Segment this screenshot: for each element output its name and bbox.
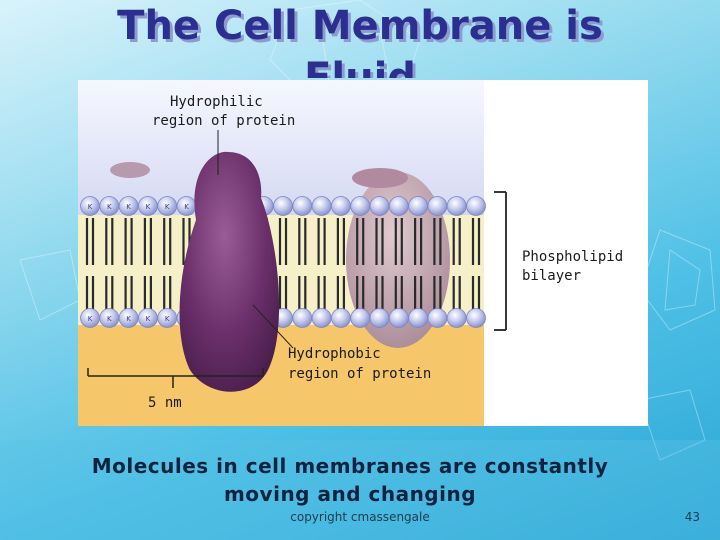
membrane-figure: KKKKKKKKKKKKKKKK Hydrophilic region of p… [78, 80, 648, 426]
bilayer-bracket [494, 191, 507, 331]
svg-text:K: K [126, 315, 131, 323]
label-hydrophilic-line2: region of protein [152, 113, 295, 129]
svg-text:K: K [88, 203, 93, 211]
svg-text:K: K [184, 203, 189, 211]
label-bilayer-line1: Phospholipid [522, 249, 623, 265]
label-bilayer-line2: bilayer [522, 268, 581, 284]
integral-protein [179, 151, 280, 392]
svg-text:K: K [88, 315, 93, 323]
svg-text:K: K [146, 315, 151, 323]
membrane-diagram: KKKKKKKKKKKKKKKK Hydrophilic region of p… [78, 80, 623, 426]
caption-line-1: Molecules in cell membranes are constant… [91, 454, 609, 478]
svg-text:K: K [107, 315, 112, 323]
scale-bar [87, 368, 264, 388]
svg-text:K: K [107, 203, 112, 211]
slide-title: The Cell Membrane is Fluid [117, 3, 603, 78]
caption-line-2: moving and changing [223, 482, 477, 506]
label-scale: 5 nm [148, 395, 182, 411]
svg-text:K: K [165, 315, 170, 323]
label-hydrophilic-line1: Hydrophilic [170, 94, 263, 110]
cytoplasm-region [78, 330, 484, 426]
leader-hydrophobic [252, 304, 294, 349]
slide-caption: Molecules in cell membranes are constant… [30, 452, 670, 508]
protein-tip-left [110, 162, 150, 178]
background-protein [346, 172, 450, 348]
label-hydrophobic-line2: region of protein [288, 366, 431, 382]
footer-copyright: copyright cmassengale [290, 510, 430, 524]
page-number: 43 [684, 510, 700, 524]
protein-tip-right [352, 168, 408, 188]
svg-text:K: K [126, 203, 131, 211]
svg-text:K: K [146, 203, 151, 211]
label-hydrophobic-line1: Hydrophobic [288, 346, 381, 362]
svg-text:K: K [165, 203, 170, 211]
